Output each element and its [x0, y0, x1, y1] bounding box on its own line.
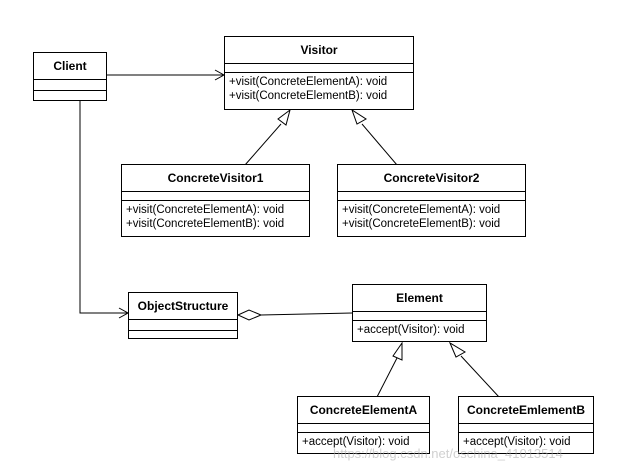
class-name: ConcreteVisitor2 [383, 171, 480, 185]
attributes-compartment [298, 423, 429, 432]
operation: +visit(ConcreteElementB): void [342, 218, 501, 230]
operation: +visit(ConcreteElementB): void [229, 90, 388, 102]
class-concrete-visitor2: ConcreteVisitor2 +visit(ConcreteElementA… [337, 164, 526, 237]
operations-compartment: +visit(ConcreteElementA): void +visit(Co… [338, 200, 525, 231]
operations-compartment: +accept(Visitor): void [459, 432, 593, 449]
operation: +visit(ConcreteElementA): void [342, 204, 501, 216]
class-name: Element [396, 291, 443, 305]
class-name: ConcreteEmlementB [466, 403, 586, 417]
attributes-compartment [338, 191, 525, 200]
client-objectstructure-association [79, 101, 128, 314]
elementb-generalization-triangle [448, 341, 466, 358]
operation: +visit(ConcreteElementA): void [126, 204, 285, 216]
visitor2-generalization-line [361, 123, 398, 166]
visitor1-generalization-line [244, 123, 282, 166]
operations-compartment: +visit(ConcreteElementA): void +visit(Co… [122, 200, 309, 231]
class-name: Visitor [300, 43, 338, 57]
class-object-structure: ObjectStructure [128, 292, 238, 339]
attributes-compartment [122, 191, 309, 200]
attributes-compartment [225, 63, 413, 72]
class-visitor: Visitor +visit(ConcreteElementA): void +… [224, 36, 414, 110]
class-concrete-element-a: ConcreteElementA +accept(Visitor): void [297, 396, 430, 454]
operation: +visit(ConcreteElementA): void [229, 76, 388, 88]
aggregation-diamond [236, 309, 263, 321]
operations-compartment [129, 330, 237, 331]
elementa-generalization-line [376, 357, 398, 398]
operations-compartment: +visit(ConcreteElementA): void +visit(Co… [225, 72, 413, 103]
operation: +accept(Visitor): void [463, 436, 571, 448]
class-name: Client [53, 59, 87, 73]
class-name: ConcreteVisitor1 [167, 171, 264, 185]
attributes-compartment [353, 311, 486, 320]
visitor2-generalization-triangle [351, 108, 367, 125]
class-client: Client [33, 52, 107, 101]
elementb-generalization-line [460, 355, 500, 398]
aggregation-line [260, 312, 353, 316]
operations-compartment: +accept(Visitor): void [298, 432, 429, 449]
class-name: ObjectStructure [137, 299, 229, 313]
elementa-generalization-triangle [392, 341, 403, 361]
attributes-compartment [129, 319, 237, 330]
watermark: https://blog.csdn.net/oschina_41013514 [333, 446, 563, 461]
operation: +visit(ConcreteElementB): void [126, 218, 285, 230]
visitor1-generalization-triangle [277, 108, 291, 126]
operation: +accept(Visitor): void [357, 324, 465, 336]
class-concrete-visitor1: ConcreteVisitor1 +visit(ConcreteElementA… [121, 164, 310, 237]
attributes-compartment [34, 79, 106, 90]
attributes-compartment [459, 423, 593, 432]
class-concrete-element-b: ConcreteEmlementB +accept(Visitor): void [458, 396, 594, 454]
class-element: Element +accept(Visitor): void [352, 284, 487, 342]
operations-compartment: +accept(Visitor): void [353, 320, 486, 337]
class-name: ConcreteElementA [309, 403, 418, 417]
operations-compartment [34, 90, 106, 91]
operation: +accept(Visitor): void [302, 436, 410, 448]
